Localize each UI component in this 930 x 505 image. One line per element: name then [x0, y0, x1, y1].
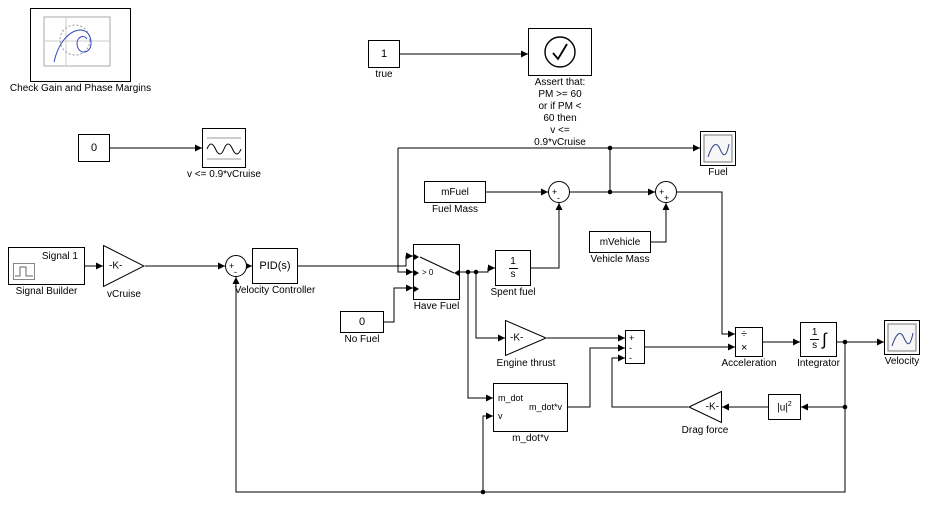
pid-text: PID(s): [259, 260, 291, 272]
integrator-icon: 1 s ∫: [810, 328, 827, 351]
sum-sign-minus: -: [629, 343, 632, 353]
constant-true-block[interactable]: 1 true: [368, 40, 400, 80]
constant-value: 0: [90, 142, 98, 154]
check-gain-phase-margins-block[interactable]: Check Gain and Phase Margins: [10, 8, 151, 94]
vehicle-mass-constant-block[interactable]: mVehicle Vehicle Mass: [589, 231, 651, 265]
gain-triangle-icon: [103, 245, 145, 287]
multiply-sign: ×: [741, 342, 748, 354]
block-label: Spent fuel: [490, 287, 536, 298]
fraction-bar: [508, 267, 518, 269]
block-label: Vehicle Mass: [590, 254, 650, 265]
block-label: v <= 0.9*vCruise: [187, 169, 261, 180]
fraction-numerator: 1: [510, 255, 516, 267]
integral-sign: ∫: [822, 330, 827, 349]
sum-sign-plus: +: [229, 261, 235, 271]
gain-value: -K-: [705, 401, 719, 413]
block-label: m_dot*v: [512, 433, 549, 444]
block-label: Fuel Mass: [431, 204, 479, 215]
block-label: vCruise: [107, 289, 141, 300]
block-label: Fuel: [708, 167, 728, 178]
subsystem-port1-label: m_dot: [498, 393, 524, 403]
drag-force-gain-block[interactable]: -K- Drag force: [682, 391, 728, 436]
sum-fuel-block[interactable]: + -: [548, 181, 570, 203]
block-label: Engine thrust: [496, 358, 556, 369]
constant-zero-check-block[interactable]: 0: [78, 134, 110, 162]
check-vcruise-block[interactable]: v <= 0.9*vCruise: [187, 128, 261, 180]
block-label: Check Gain and Phase Margins: [9, 83, 152, 94]
gain-triangle-icon: [505, 320, 547, 356]
sum-sign-plus: +: [629, 333, 635, 343]
have-fuel-switch-block[interactable]: > 0 Have Fuel: [413, 244, 460, 312]
block-label: true: [375, 69, 393, 80]
sum-sign-minus: -: [234, 267, 237, 277]
integrator-block[interactable]: 1 s ∫ Integrator: [797, 322, 840, 369]
block-label: Have Fuel: [413, 301, 460, 312]
engine-thrust-gain-block[interactable]: -K- Engine thrust: [497, 320, 555, 369]
gain-value: -K-: [109, 260, 123, 272]
switch-ports-icon: [414, 254, 459, 292]
signal-name: Signal 1: [41, 251, 78, 262]
signal-wires: [85, 50, 884, 493]
fraction-denominator: s: [510, 268, 516, 280]
block-label: Integrator: [797, 358, 840, 369]
sum-forces-block[interactable]: + - -: [625, 330, 645, 364]
switch-criteria: > 0: [422, 268, 434, 277]
signal-thumbnail-icon: [13, 263, 35, 280]
sum-sign-plus: +: [659, 187, 665, 197]
block-label: Signal Builder: [15, 286, 78, 297]
fraction-bar: [810, 339, 820, 340]
mdotv-subsystem-block[interactable]: m_dot v m_dot*v m_dot*v: [493, 383, 568, 444]
block-label: Velocity: [884, 356, 920, 367]
spent-fuel-integrator-block[interactable]: 1 s Spent fuel: [490, 250, 536, 298]
abs-square-block[interactable]: |u|2: [768, 394, 801, 420]
abs-square-text: |u|2: [777, 400, 792, 414]
vcruise-gain-block[interactable]: -K- vCruise: [103, 245, 145, 300]
scope-screen-icon: [887, 323, 917, 352]
sum-sign-minus2: -: [629, 353, 632, 363]
signal-builder-block[interactable]: Signal 1 Signal Builder: [8, 247, 85, 297]
sum-sign-plus2: +: [664, 193, 670, 203]
divide-sign: ÷: [741, 328, 748, 340]
acceleration-divide-block[interactable]: ÷ × Acceleration: [721, 327, 777, 369]
scope-screen-icon: [703, 134, 733, 163]
bounds-check-icon: [206, 137, 242, 160]
subsystem-port2-label: v: [498, 411, 503, 421]
check-mark-icon: [544, 36, 576, 68]
sum-mass-block[interactable]: + +: [655, 181, 677, 203]
constant-value: mFuel: [441, 186, 469, 198]
block-label: Velocity Controller: [234, 285, 316, 296]
sum-sign-plus: +: [552, 187, 558, 197]
constant-value: mVehicle: [599, 236, 641, 248]
gain-value: -K-: [510, 332, 524, 344]
constant-value: 0: [358, 316, 366, 328]
fraction-denominator: s: [812, 340, 818, 351]
block-label: No Fuel: [344, 334, 380, 345]
fuel-mass-constant-block[interactable]: mFuel Fuel Mass: [424, 181, 486, 215]
velocity-scope-block[interactable]: Velocity: [884, 320, 920, 367]
fuel-scope-block[interactable]: Fuel: [700, 131, 736, 178]
no-fuel-constant-block[interactable]: 0 No Fuel: [340, 311, 384, 345]
block-label: Drag force: [681, 425, 729, 436]
fraction-numerator: 1: [811, 327, 818, 338]
subsystem-title: m_dot*v: [528, 402, 562, 412]
constant-value: 1: [380, 48, 388, 60]
block-label: Acceleration: [721, 358, 777, 369]
sum-sign-minus: -: [557, 193, 560, 203]
gain-phase-plot-icon: [43, 16, 111, 67]
sum-vcruise-block[interactable]: + -: [225, 255, 247, 277]
assert-block[interactable]: Assert that: PM >= 60 or if PM < 60 then…: [528, 28, 592, 148]
block-label: Assert that: PM >= 60 or if PM < 60 then…: [534, 77, 586, 148]
transfer-fraction: 1 s: [508, 255, 518, 280]
pid-controller-block[interactable]: PID(s) Velocity Controller: [235, 248, 315, 296]
gain-triangle-icon: [688, 391, 722, 423]
